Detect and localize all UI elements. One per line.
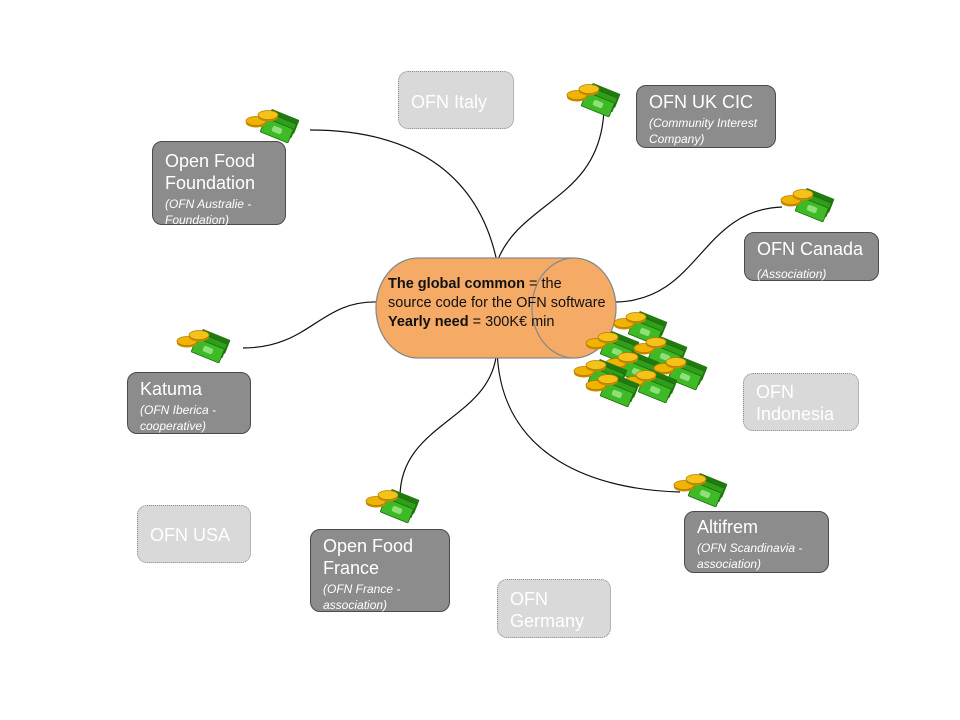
node-ofn-uk-cic[interactable]: OFN UK CIC (Community Interest Company) <box>636 85 776 148</box>
node-ofn-germany[interactable]: OFN Germany <box>497 579 611 638</box>
connectors <box>242 109 783 498</box>
node-subtitle: (OFN France - association) <box>323 582 401 612</box>
node-name: OFN USA <box>150 525 231 545</box>
node-open-food-france[interactable]: Open Food France (OFN France - associati… <box>310 529 450 612</box>
money-icon <box>176 328 232 364</box>
connector-france <box>399 344 498 498</box>
node-name: Altifrem <box>697 517 759 537</box>
node-ofn-usa[interactable]: OFN USA <box>137 505 251 563</box>
money-icon <box>245 108 301 144</box>
node-ofn-indonesia[interactable]: OFN Indonesia <box>743 373 859 431</box>
node-name: Katuma <box>140 379 203 399</box>
node-altifrem[interactable]: Altifrem (OFN Scandinavia - association) <box>684 511 829 573</box>
node-name: OFN Indonesia <box>756 382 835 424</box>
connector-altifrem <box>496 344 681 493</box>
node-subtitle: (OFN Scandinavia - association) <box>697 541 803 571</box>
node-katuma[interactable]: Katuma (OFN Iberica - cooperative) <box>127 372 251 434</box>
money-icon <box>780 187 836 223</box>
global-common-cylinder <box>375 257 617 359</box>
money-icon <box>566 82 622 118</box>
node-ofn-canada[interactable]: OFN Canada (Association) <box>744 232 879 281</box>
node-name: OFN Germany <box>510 589 585 631</box>
node-subtitle: (Community Interest Company) <box>649 116 758 146</box>
global-common-label: The global common = the source code for … <box>388 276 606 330</box>
node-subtitle: (Association) <box>757 267 827 281</box>
connector-canada <box>615 206 783 303</box>
money-icon <box>673 472 729 508</box>
node-subtitle: (OFN Iberica - cooperative) <box>140 403 217 433</box>
connector-katuma <box>242 301 379 349</box>
node-name: Open Food Foundation <box>165 151 256 193</box>
node-ofn-italy[interactable]: OFN Italy <box>398 71 514 129</box>
node-name: Open Food France <box>323 536 414 578</box>
node-name: OFN Italy <box>411 92 488 112</box>
node-name: OFN UK CIC <box>649 92 754 112</box>
connector-uk <box>496 109 605 263</box>
node-subtitle: (OFN Australie - Foundation) <box>165 197 252 227</box>
connector-foundation <box>309 129 498 263</box>
node-open-food-foundation[interactable]: Open Food Foundation (OFN Australie - Fo… <box>152 141 286 227</box>
money-icon <box>365 488 421 524</box>
node-name: OFN Canada <box>757 239 864 259</box>
